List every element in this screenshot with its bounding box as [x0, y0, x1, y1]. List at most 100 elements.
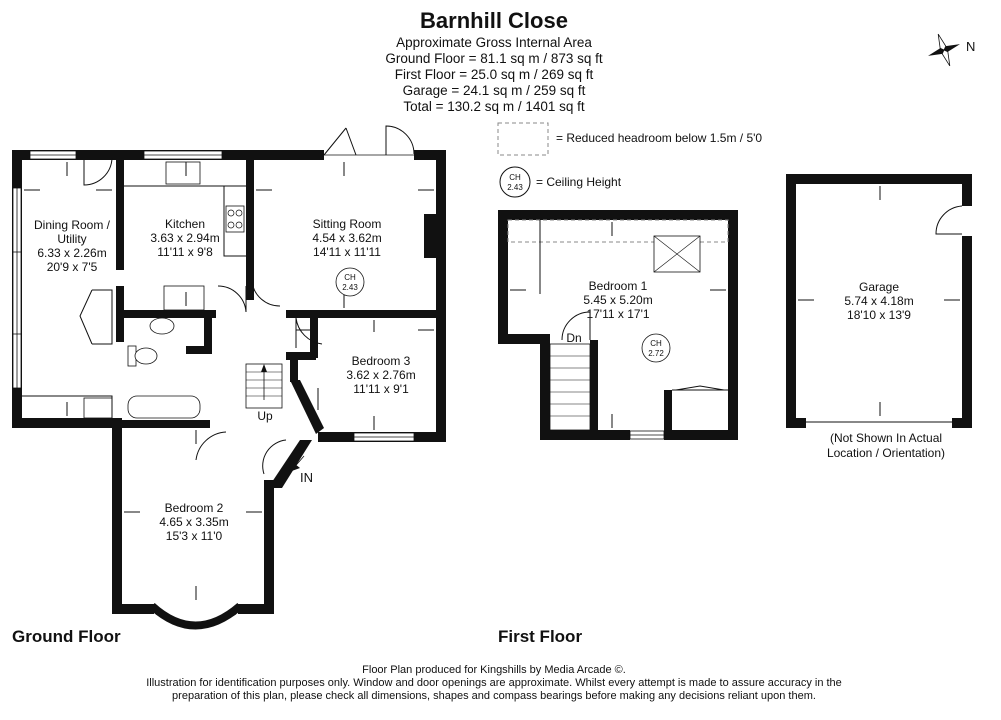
- wall: [786, 418, 806, 428]
- svg-text:2.72: 2.72: [648, 349, 664, 358]
- dimension-arrows: [24, 162, 434, 600]
- wall: [540, 334, 550, 440]
- fridge: [163, 285, 205, 311]
- garage-note-1: (Not Shown In Actual: [830, 431, 942, 445]
- door: [561, 311, 591, 341]
- washbasin: [149, 317, 175, 335]
- door: [262, 439, 287, 475]
- bay-window: [149, 602, 243, 630]
- legend-ch-label: CH: [509, 173, 521, 182]
- bath: [127, 395, 201, 419]
- reduced-headroom-swatch: [497, 122, 549, 156]
- plan-title: Barnhill Close: [420, 8, 568, 33]
- window: [629, 430, 665, 440]
- svg-text:5.45 x 5.20m: 5.45 x 5.20m: [583, 293, 652, 307]
- svg-text:4.54 x 3.62m: 4.54 x 3.62m: [312, 231, 381, 245]
- room-label-bedroom-2: Bedroom 2 4.65 x 3.35m 15'3 x 11'0: [159, 501, 228, 543]
- garage-plan: Garage 5.74 x 4.18m 18'10 x 13'9 (Not Sh…: [786, 174, 972, 460]
- wall: [264, 480, 274, 614]
- window: [12, 187, 22, 389]
- ceiling-height-badge: [335, 267, 365, 297]
- footer-disclaimer-2: preparation of this plan, please check a…: [172, 690, 816, 702]
- svg-text:14'11 x 11'11: 14'11 x 11'11: [313, 245, 381, 259]
- footer-credit: Floor Plan produced for Kingshills by Me…: [362, 664, 626, 676]
- compass-north-label: N: [966, 39, 975, 54]
- svg-text:Bedroom 2: Bedroom 2: [165, 501, 224, 515]
- wall: [962, 236, 972, 428]
- garage-note-2: Location / Orientation): [827, 446, 945, 460]
- door: [295, 317, 323, 348]
- area-first-floor: First Floor = 25.0 sq m / 269 sq ft: [395, 67, 594, 82]
- door: [251, 281, 281, 307]
- door: [83, 155, 113, 186]
- wall: [290, 380, 324, 434]
- reduced-headroom-area: [507, 219, 729, 243]
- svg-text:4.65 x 3.35m: 4.65 x 3.35m: [159, 515, 228, 529]
- entrance-label: IN: [300, 470, 313, 485]
- svg-text:6.33 x 2.26m: 6.33 x 2.26m: [37, 246, 106, 260]
- window: [353, 432, 415, 442]
- svg-text:15'3 x 11'0: 15'3 x 11'0: [166, 529, 223, 543]
- wall: [248, 150, 324, 160]
- svg-text:Bedroom 1: Bedroom 1: [589, 279, 648, 293]
- kitchen-sink: [165, 161, 201, 185]
- wall: [12, 150, 248, 160]
- svg-text:Garage: Garage: [859, 280, 899, 294]
- door: [217, 285, 247, 313]
- svg-text:Sitting Room: Sitting Room: [313, 217, 382, 231]
- svg-text:3.62 x 2.76m: 3.62 x 2.76m: [346, 368, 415, 382]
- kitchen-units: [124, 161, 246, 311]
- wall: [590, 340, 598, 434]
- dimension-arrows: [798, 186, 960, 416]
- wall: [246, 150, 254, 300]
- wall: [540, 430, 630, 440]
- ceiling-height-badge: [641, 333, 671, 363]
- legend-reduced-headroom: = Reduced headroom below 1.5m / 5'0: [556, 131, 762, 145]
- area-heading: Approximate Gross Internal Area: [396, 35, 592, 50]
- area-total: Total = 130.2 sq m / 1401 sq ft: [403, 99, 584, 114]
- toilet: [127, 345, 158, 367]
- svg-text:11'11 x 9'8: 11'11 x 9'8: [157, 245, 213, 259]
- wall: [286, 352, 316, 360]
- wall: [116, 310, 216, 318]
- wall: [436, 150, 446, 442]
- wall: [962, 174, 972, 206]
- area-ground-floor: Ground Floor = 81.1 sq m / 873 sq ft: [385, 51, 602, 66]
- wall: [310, 318, 318, 358]
- entrance-arrow-head: [289, 460, 300, 472]
- window: [143, 150, 223, 160]
- first-floor-plan: Bedroom 1 5.45 x 5.20m 17'11 x 17'1 CH 2…: [498, 210, 738, 440]
- wall: [498, 210, 738, 220]
- wardrobe: [672, 385, 728, 391]
- fireplace: [424, 214, 438, 258]
- wall: [122, 420, 210, 428]
- wall: [952, 418, 972, 428]
- compass-icon: [928, 33, 960, 67]
- wall: [238, 604, 274, 614]
- svg-text:Bedroom 3: Bedroom 3: [352, 354, 411, 368]
- wall: [728, 210, 738, 440]
- stairs-up-label: Up: [257, 409, 273, 423]
- door: [195, 431, 227, 461]
- roof-window: [653, 235, 701, 273]
- first-floor-label: First Floor: [498, 627, 582, 646]
- door: [935, 205, 963, 235]
- wall: [112, 604, 154, 614]
- room-label-sitting: Sitting Room 4.54 x 3.62m 14'11 x 11'11 …: [312, 217, 382, 297]
- wall: [286, 310, 446, 318]
- svg-text:CH: CH: [344, 273, 356, 282]
- french-doors: [323, 125, 415, 156]
- stairs-down-label: Dn: [566, 331, 581, 345]
- legend-ceiling-height: = Ceiling Height: [536, 175, 622, 189]
- wall: [186, 346, 212, 354]
- svg-text:17'11 x 17'1: 17'11 x 17'1: [586, 307, 649, 321]
- room-label-bedroom-3: Bedroom 3 3.62 x 2.76m 11'11 x 9'1: [346, 354, 415, 396]
- svg-text:CH: CH: [650, 339, 662, 348]
- ceiling-height-badge: [499, 166, 531, 198]
- wall: [12, 418, 122, 428]
- wall: [414, 150, 444, 160]
- wall: [664, 390, 672, 434]
- ground-floor-label: Ground Floor: [12, 627, 121, 646]
- wall: [116, 150, 124, 270]
